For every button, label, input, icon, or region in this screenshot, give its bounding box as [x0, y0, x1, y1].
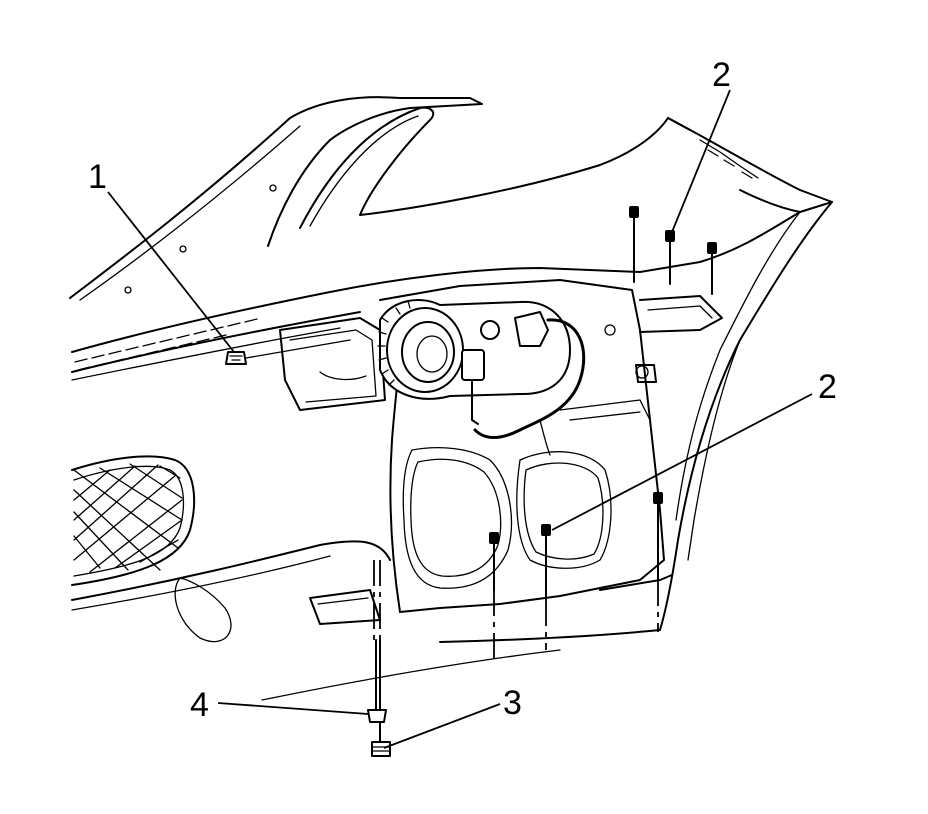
leader-lines — [107, 89, 813, 749]
clip-1 — [225, 339, 351, 365]
fog-lamp-bracket — [279, 279, 723, 625]
callout-2-lower: 2 — [818, 368, 837, 406]
lower-grille — [71, 455, 391, 643]
fascia-side — [439, 201, 833, 643]
callout-2-upper: 2 — [712, 56, 731, 94]
fasteners — [225, 206, 717, 757]
lower-bolts — [489, 492, 663, 660]
callout-4: 4 — [190, 686, 209, 724]
callout-3: 3 — [503, 684, 522, 722]
screw-4 — [367, 639, 387, 723]
callout-1: 1 — [88, 158, 107, 196]
hood-panel — [69, 96, 833, 301]
fog-lamp — [377, 299, 657, 456]
upper-bolts — [629, 206, 717, 295]
fascia-upper — [71, 211, 801, 381]
screw-3 — [371, 721, 391, 757]
